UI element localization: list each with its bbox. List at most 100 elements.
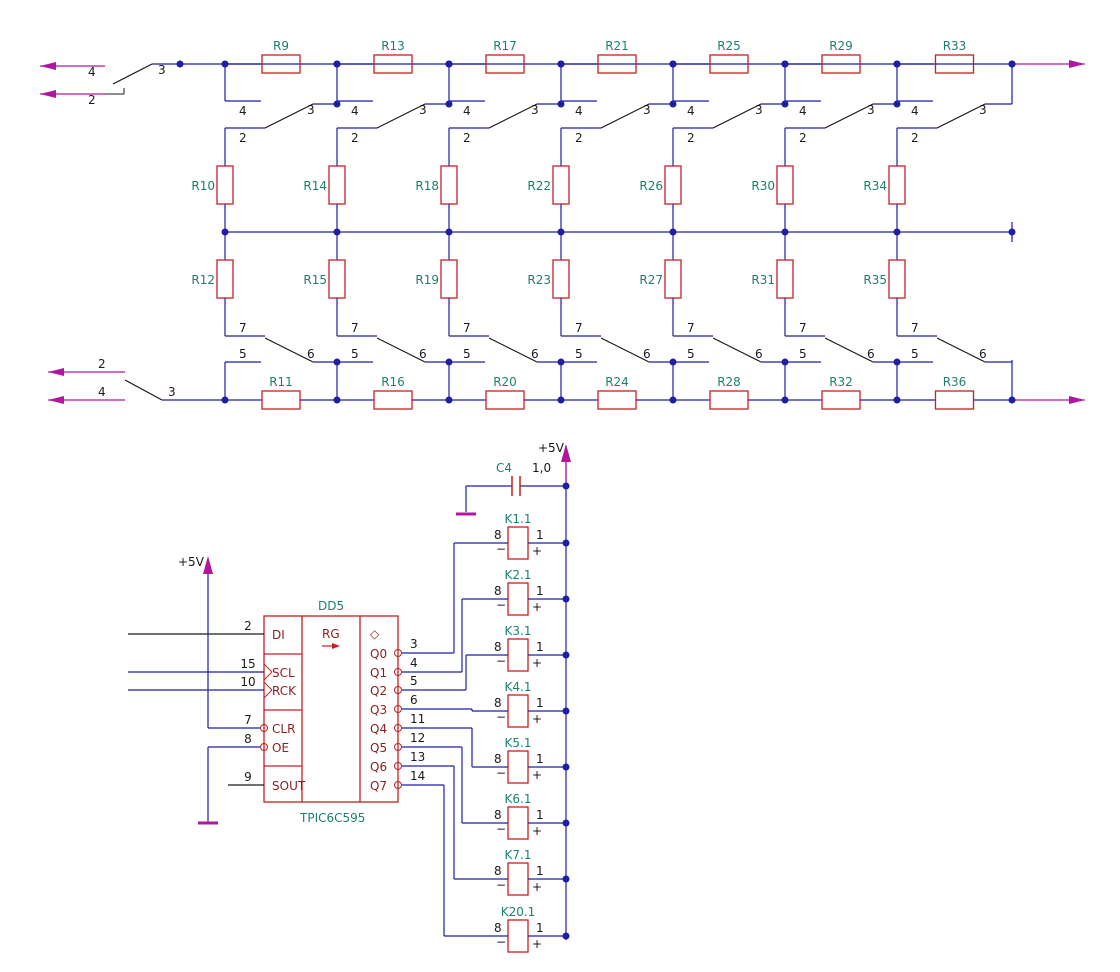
relay-pin-pos: 1 — [536, 921, 544, 935]
output-inverter-bubble — [394, 668, 402, 676]
chip-output-number: 3 — [410, 637, 418, 651]
resistor-bottom — [934, 390, 975, 410]
switch-pin-left: 5 — [463, 347, 471, 361]
switch-pin-left: 4 — [911, 104, 919, 118]
resistor-upper — [776, 165, 794, 205]
relay-label: K20.1 — [501, 905, 536, 919]
chip-output-number: 4 — [410, 656, 418, 670]
relay-minus-sign: − — [496, 878, 506, 892]
chip-output-number: 12 — [410, 731, 425, 745]
switch-pin-left: 4 — [239, 104, 247, 118]
resistor-upper-label: R34 — [863, 179, 887, 193]
resistor-upper-label: R22 — [527, 179, 551, 193]
power-arrow — [561, 444, 571, 462]
relay-plus-sign: + — [532, 544, 542, 558]
resistor-top — [934, 54, 975, 74]
relay-pin-neg: 8 — [494, 752, 502, 766]
chip-ref: DD5 — [318, 599, 344, 613]
switch-pin-left: 5 — [799, 347, 807, 361]
resistor-upper — [552, 165, 570, 205]
relay-coil-body — [507, 638, 529, 672]
resistor-lower — [664, 259, 682, 299]
resistor-lower-label: R23 — [527, 273, 551, 287]
switch-pin-left: 4 — [687, 104, 695, 118]
switch-pin-upper: 7 — [575, 321, 583, 335]
resistor-lower — [216, 259, 234, 299]
resistor-bottom — [485, 390, 525, 410]
resistor-upper — [216, 165, 234, 205]
resistor-bottom — [821, 390, 861, 410]
switch-pin-upper: 7 — [911, 321, 919, 335]
chip-output-number: 11 — [410, 712, 425, 726]
resistor-lower — [328, 259, 346, 299]
relay-pin-pos: 1 — [536, 808, 544, 822]
output-arrow-bottom — [1069, 396, 1085, 404]
relay-minus-sign: − — [496, 766, 506, 780]
relay-pin-pos: 1 — [536, 528, 544, 542]
output-inverter-bubble — [394, 705, 402, 713]
relay-label: K7.1 — [505, 848, 532, 862]
relay-pin-neg: 8 — [494, 640, 502, 654]
resistor-top-label: R21 — [605, 39, 629, 53]
chip-power-arrow — [203, 556, 213, 574]
switch-pin-right: 3 — [307, 103, 315, 117]
output-inverter-bubble — [394, 781, 402, 789]
switch-pin-right: 6 — [419, 347, 427, 361]
resistor-upper-label: R30 — [751, 179, 775, 193]
switch-pin-left: 4 — [799, 104, 807, 118]
relay-plus-sign: + — [532, 768, 542, 782]
switch-pin-2-bottom: 2 — [98, 357, 106, 371]
resistor-upper — [664, 165, 682, 205]
chip-pin-number: 2 — [244, 619, 252, 633]
switch-pin-3: 3 — [158, 63, 166, 77]
chip-pin-number: 9 — [244, 770, 252, 784]
switch-pin-right: 3 — [419, 103, 427, 117]
switch-pin-left: 5 — [687, 347, 695, 361]
relay-minus-sign: − — [496, 542, 506, 556]
switch-pin-right: 3 — [867, 103, 875, 117]
resistor-bottom-label: R20 — [493, 375, 517, 389]
switch-pin-left: 4 — [575, 104, 583, 118]
relay-coil-body — [507, 806, 529, 840]
resistor-upper-label: R10 — [191, 179, 215, 193]
chip-pin-number: 15 — [240, 657, 255, 671]
switch-pin-2: 2 — [88, 93, 96, 107]
resistor-lower — [552, 259, 570, 299]
relay-pin-pos: 1 — [536, 640, 544, 654]
chip-output-name: Q2 — [370, 684, 387, 698]
chip-output-name: Q7 — [370, 779, 387, 793]
switch-pin-upper: 7 — [239, 321, 247, 335]
resistor-upper — [888, 165, 906, 205]
resistor-bottom-label: R36 — [943, 375, 967, 389]
relay-label: K4.1 — [505, 680, 532, 694]
chip-pin-number: 7 — [244, 713, 252, 727]
shift-register-dd5 — [263, 615, 399, 803]
resistor-bottom-label: R24 — [605, 375, 629, 389]
switch-pin-right: 6 — [979, 347, 987, 361]
relay-plus-sign: + — [532, 937, 542, 951]
chip-output-name: Q6 — [370, 760, 387, 774]
resistor-top — [485, 54, 525, 74]
relay-minus-sign: − — [496, 654, 506, 668]
output-inverter-bubble — [394, 686, 402, 694]
relay-plus-sign: + — [532, 824, 542, 838]
resistor-top — [709, 54, 749, 74]
relay-minus-sign: − — [496, 710, 506, 724]
output-inverter-bubble — [394, 724, 402, 732]
relay-plus-sign: + — [532, 880, 542, 894]
relay-pin-pos: 1 — [536, 752, 544, 766]
switch-pin-right: 6 — [867, 347, 875, 361]
switch-pin-lower: 2 — [799, 131, 807, 145]
relay-minus-sign: − — [496, 935, 506, 949]
chip-output-name: Q1 — [370, 666, 387, 680]
switch-pin-3-bottom: 3 — [168, 385, 176, 399]
resistor-bottom — [373, 390, 413, 410]
